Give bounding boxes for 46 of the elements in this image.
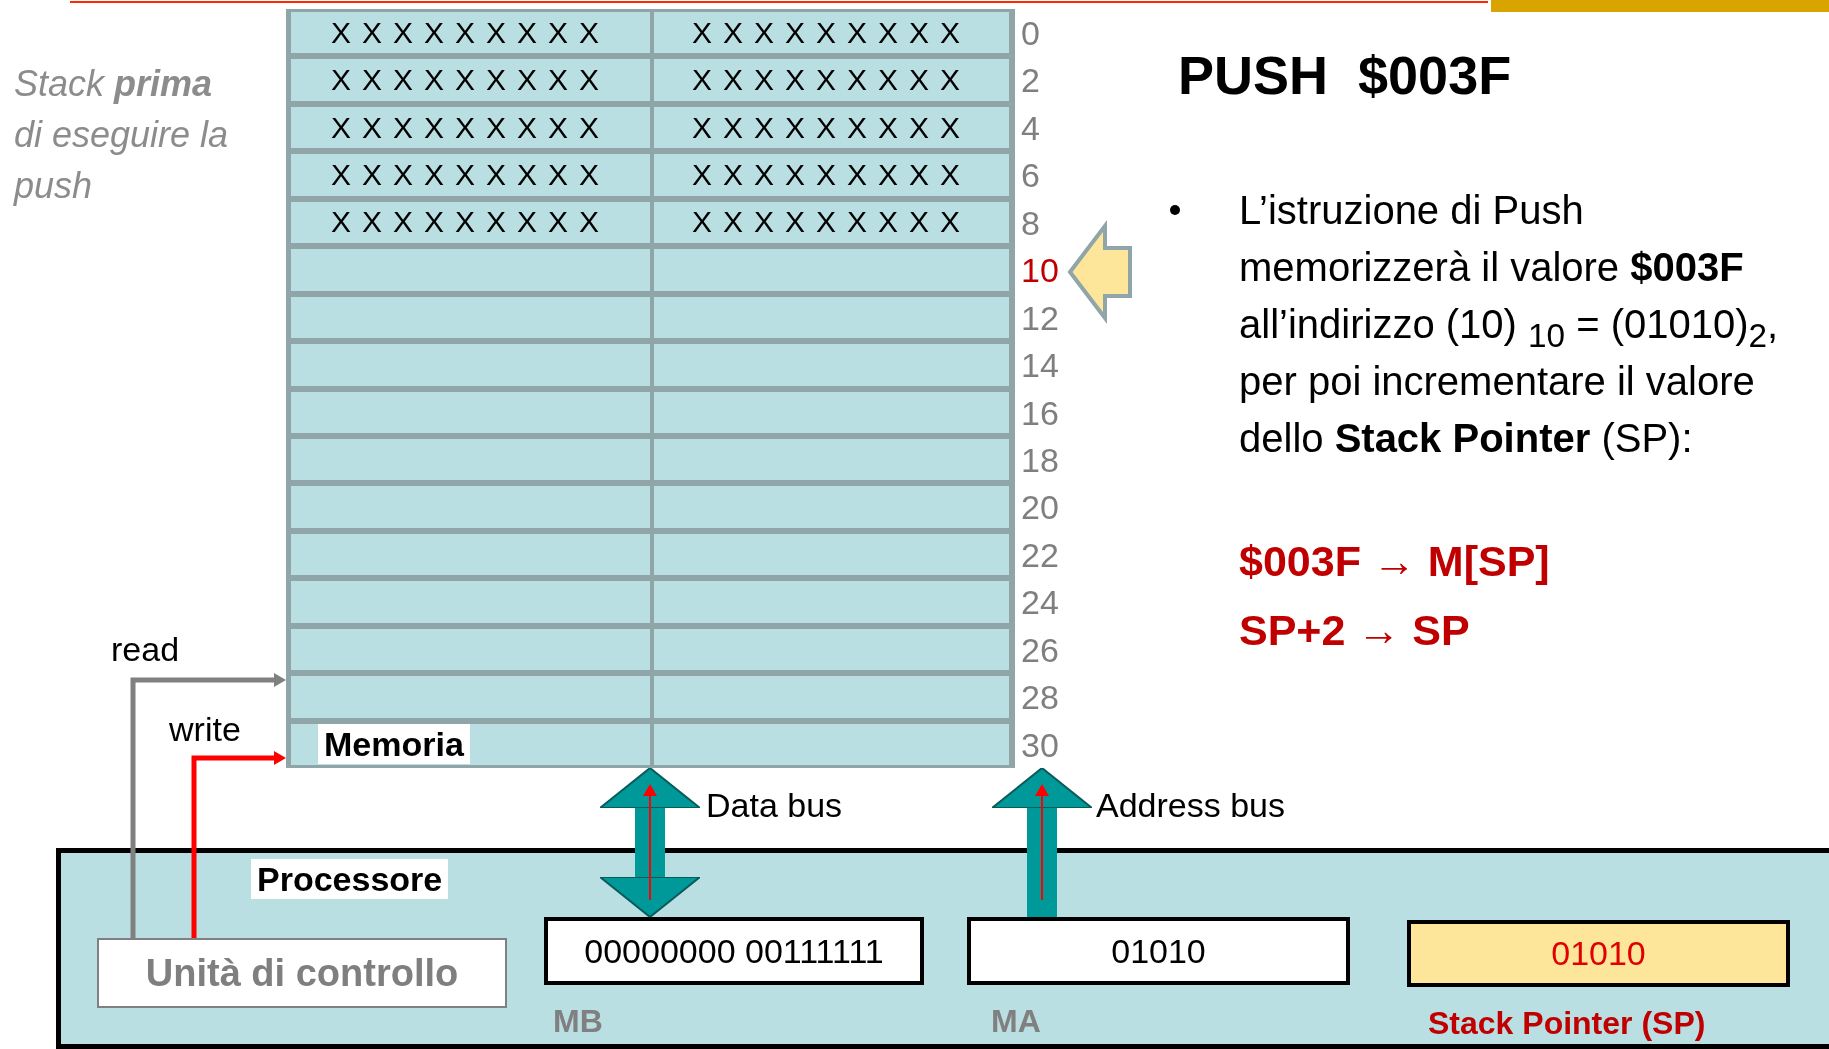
memory-cell: XXXXXXXXX <box>654 12 1009 54</box>
slide-title: PUSH $003F <box>1178 44 1512 106</box>
control-unit-box: Unità di controllo <box>97 938 507 1008</box>
memory-cell: XXXXXXXXX <box>291 201 650 244</box>
address-number: 18 <box>1021 439 1059 480</box>
memory-cell: XXXXXXXXX <box>654 59 1009 101</box>
register-label: Stack Pointer (SP) <box>1428 1005 1706 1042</box>
processor-box <box>56 848 1829 1049</box>
register-box: 01010 <box>1407 920 1790 987</box>
address-number: 26 <box>1021 629 1059 670</box>
memory-cell: XXXXXXXXX <box>291 59 650 101</box>
memory-cell: XXXXXXXXX <box>654 154 1009 196</box>
address-number: 30 <box>1021 724 1059 765</box>
address-number: 0 <box>1021 13 1040 53</box>
memory-table <box>286 9 1015 768</box>
register-label: MA <box>991 1003 1041 1040</box>
edge-label: Address bus <box>1096 786 1285 825</box>
address-number: 16 <box>1021 392 1059 433</box>
bullet-text: L’istruzione di Push memorizzerà il valore $003F all’indirizzo (10) $_{10}$ = (01010)$_{2}$, per poi incrementare il valore dello Stack Pointer (SP): <box>1239 187 1780 462</box>
memory-cell: XXXXXXXXX <box>654 106 1009 149</box>
side-note: Stack prima di eseguire la push <box>14 62 230 208</box>
address-number: 14 <box>1021 345 1059 386</box>
address-number: 20 <box>1021 487 1059 528</box>
edge-label: write <box>169 710 241 749</box>
memory-cell: XXXXXXXXX <box>291 12 650 54</box>
address-number: 4 <box>1021 107 1040 148</box>
memory-caption: Memoria <box>318 724 470 764</box>
register-box: 00000000 00111111 <box>544 917 924 985</box>
address-number: 8 <box>1021 202 1040 243</box>
address-number: 12 <box>1021 297 1059 338</box>
operation-text: SP+2 → SP <box>1239 606 1470 655</box>
memory-cell: XXXXXXXXX <box>291 106 650 149</box>
edge-label: read <box>111 630 180 669</box>
address-number: 2 <box>1021 60 1040 101</box>
address-number: 22 <box>1021 534 1059 575</box>
processor-caption: Processore <box>251 859 449 899</box>
address-number: 28 <box>1021 677 1059 718</box>
address-number: 6 <box>1021 155 1040 196</box>
address-number: 10 <box>1021 250 1059 291</box>
operation-text: $003F → M[SP] <box>1239 537 1550 586</box>
register-box: 01010 <box>967 917 1350 985</box>
memory-cell: XXXXXXXXX <box>291 154 650 196</box>
memory-cell: XXXXXXXXX <box>654 201 1009 244</box>
address-number: 24 <box>1021 582 1059 623</box>
edge-label: Data bus <box>706 786 843 825</box>
register-label: MB <box>553 1003 603 1040</box>
